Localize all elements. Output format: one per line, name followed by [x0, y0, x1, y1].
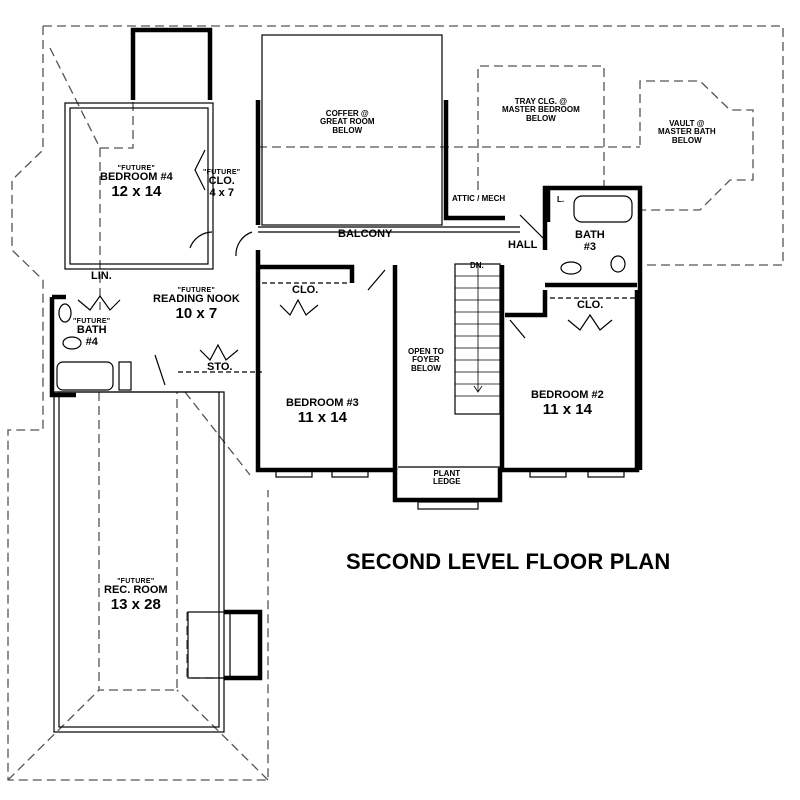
future-tag: "FUTURE" — [117, 165, 156, 172]
attic-mech-label: ATTIC / MECH — [452, 194, 506, 203]
room-reading-nook: "FUTURE" READING NOOK 10 x 7 — [153, 287, 240, 322]
room-dims: 11 x 14 — [297, 408, 347, 426]
note-line: COFFER @ — [325, 109, 369, 118]
room-future-closet: "FUTURE" CLO. 4 x 7 — [203, 169, 240, 199]
note-line: VAULT @ — [669, 119, 705, 128]
note-line: BELOW — [526, 113, 556, 123]
note-line: BELOW — [411, 363, 441, 373]
roof-outline-dashed — [7, 25, 784, 781]
coffer-great-room-below: COFFER @ GREAT ROOM BELOW — [320, 109, 375, 135]
plant-ledge-label: PLANT LEDGE — [433, 469, 461, 487]
future-tag: "FUTURE" — [117, 578, 155, 585]
open-to-foyer-below: OPEN TO FOYER BELOW — [408, 347, 444, 373]
future-tag: "FUTURE" — [73, 318, 111, 325]
interior-walls-thin — [53, 34, 638, 733]
room-dims: 12 x 14 — [111, 182, 162, 200]
room-name: BATH — [575, 229, 605, 241]
future-tag: "FUTURE" — [177, 287, 216, 294]
note-line: OPEN TO — [408, 347, 444, 356]
room-dims: 11 x 14 — [542, 400, 592, 418]
note-line: TRAY CLG. @ — [514, 97, 568, 106]
room-name: BEDROOM #2 — [531, 389, 604, 401]
closet-bedroom-2-label: CLO. — [577, 299, 604, 311]
stairs-down-label: DN. — [470, 261, 484, 270]
future-tag: "FUTURE" — [203, 169, 241, 176]
room-number: #3 — [583, 240, 596, 253]
room-name: READING NOOK — [153, 293, 240, 306]
room-rec-room: "FUTURE" REC. ROOM 13 x 28 — [104, 578, 168, 613]
hall-label: HALL — [508, 239, 538, 251]
room-name: REC. ROOM — [104, 584, 168, 597]
note-line: BELOW — [332, 125, 363, 135]
room-bath-3: BATH #3 — [575, 229, 605, 253]
vault-master-bath-below: VAULT @ MASTER BATH BELOW — [658, 119, 716, 145]
room-bath-4: "FUTURE" BATH #4 — [73, 318, 110, 348]
room-dims: 13 x 28 — [110, 595, 161, 613]
note-line: FOYER — [412, 355, 440, 365]
room-name: BEDROOM #3 — [286, 397, 359, 409]
room-bedroom-2: BEDROOM #2 11 x 14 — [531, 389, 604, 418]
note-line: BELOW — [671, 135, 702, 145]
room-dims: 4 x 7 — [209, 186, 234, 199]
storage-label: STO. — [207, 361, 233, 373]
note-line: PLANT — [433, 469, 461, 478]
room-bedroom-3: BEDROOM #3 11 x 14 — [286, 397, 359, 426]
room-dims: 10 x 7 — [175, 304, 218, 322]
note-line: GREAT ROOM — [320, 117, 375, 127]
plan-title: SECOND LEVEL FLOOR PLAN — [346, 549, 671, 574]
room-number: #4 — [85, 335, 98, 348]
linen-small-label: L. — [557, 195, 565, 204]
balcony-label: BALCONY — [338, 228, 393, 240]
room-name: BEDROOM #4 — [100, 171, 173, 184]
note-line: MASTER BEDROOM — [502, 105, 580, 115]
linen-label: LIN. — [91, 270, 112, 282]
room-bedroom-4: "FUTURE" BEDROOM #4 12 x 14 — [100, 165, 173, 200]
tray-ceiling-master-bedroom-below: TRAY CLG. @ MASTER BEDROOM BELOW — [502, 97, 580, 123]
room-name: BATH — [76, 324, 107, 337]
closet-bedroom-3-label: CLO. — [292, 284, 319, 296]
exterior-walls-thick — [49, 27, 643, 681]
room-name: CLO. — [208, 175, 235, 188]
note-line: MASTER BATH — [658, 127, 716, 137]
note-line: LEDGE — [433, 477, 461, 487]
